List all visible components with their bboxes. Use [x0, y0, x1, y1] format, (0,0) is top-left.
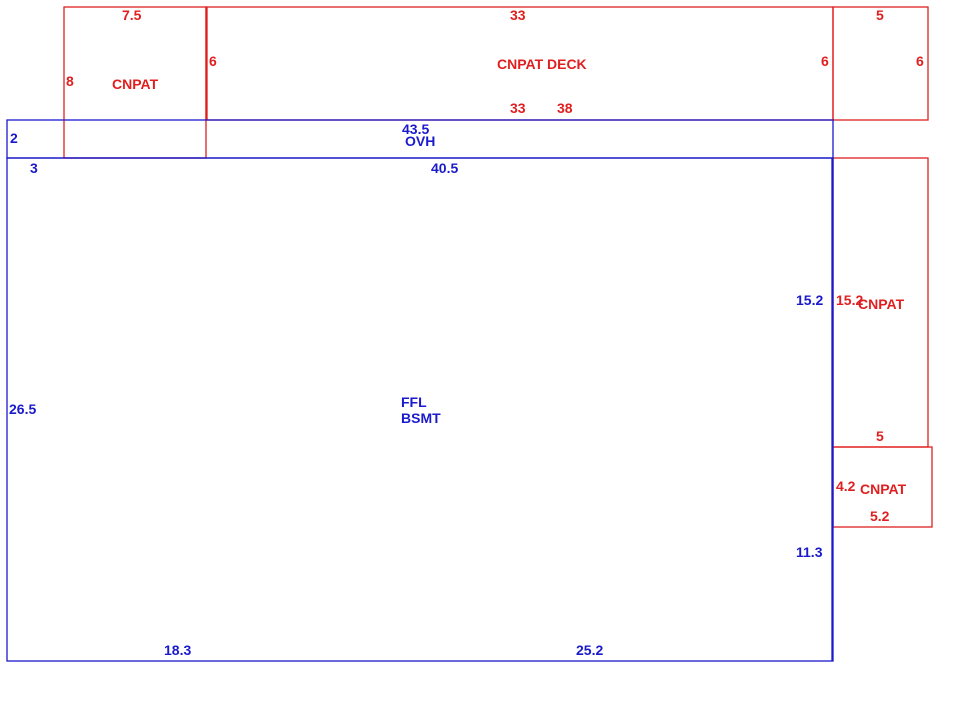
basement-bottom-label-b: 25.2 — [576, 642, 603, 658]
overhang-side-label: 2 — [10, 130, 18, 146]
red-structures — [63, 6, 933, 528]
deck-name-cnpat: CNPAT — [497, 56, 544, 72]
patio-right-mid-bottom-label: 5 — [876, 428, 884, 444]
deck-right-side-label: 6 — [821, 53, 829, 69]
patio-top-right-outline — [832, 6, 929, 121]
basement-name-bsmt: BSMT — [401, 410, 441, 426]
patio-right-low-side-label: 4.2 — [836, 478, 856, 494]
overhang-name: OVH — [405, 133, 435, 149]
deck-top-label: 33 — [510, 7, 526, 23]
basement-outline — [6, 157, 834, 662]
patio-top-left-width-label: 7.5 — [122, 7, 142, 23]
patio-top-left-depth-label: 8 — [66, 73, 74, 89]
basement-top-label-a: 3 — [30, 160, 38, 176]
deck-left-side-label: 6 — [209, 53, 217, 69]
patio-top-right-top-label: 5 — [876, 7, 884, 23]
blue-labels: 43.5 OVH 2 3 40.5 26.5 15.2 11.3 FFL BSM… — [9, 121, 823, 658]
basement-bottom-label-a: 18.3 — [164, 642, 191, 658]
basement-top-label-b: 40.5 — [431, 160, 458, 176]
red-labels: 7.5 8 CNPAT 33 6 6 CNPAT DECK 33 38 5 6 … — [66, 7, 924, 524]
basement-right-upper-label: 15.2 — [796, 292, 823, 308]
patio-top-left-name: CNPAT — [112, 76, 159, 92]
patio-right-mid-name: CNPAT — [858, 296, 905, 312]
patio-right-mid-side-label: 15.2 — [836, 292, 863, 308]
deck-bottom-label-a: 33 — [510, 100, 526, 116]
deck-bottom-label-b: 38 — [557, 100, 573, 116]
basement-left-side-label: 26.5 — [9, 401, 36, 417]
blue-structures — [6, 119, 834, 662]
patio-top-right-side-label: 6 — [916, 53, 924, 69]
patio-right-low-bottom-label: 5.2 — [870, 508, 890, 524]
deck-name-deck: DECK — [547, 56, 587, 72]
basement-right-lower-label: 11.3 — [796, 544, 823, 560]
overhang-length-label: 43.5 — [402, 121, 429, 137]
patio-right-low-name: CNPAT — [860, 481, 907, 497]
basement-name-ffl: FFL — [401, 394, 427, 410]
